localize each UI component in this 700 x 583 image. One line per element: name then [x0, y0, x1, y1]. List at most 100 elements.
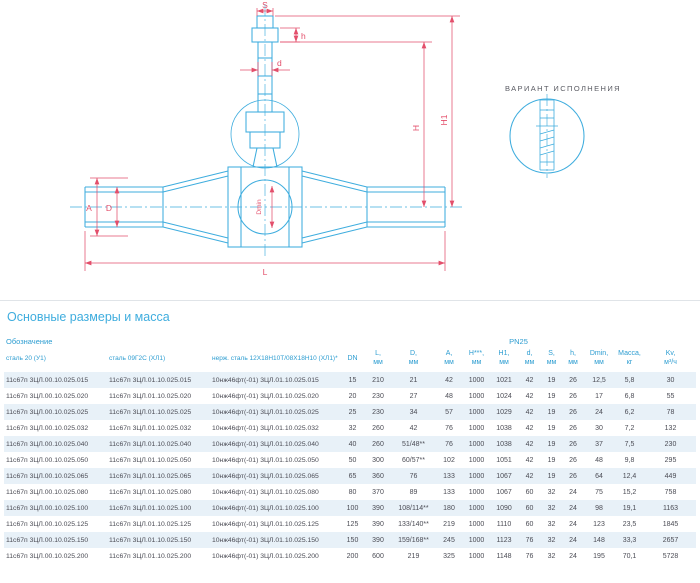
dimensions-table: Обозначение PN25 сталь 20 (У1)сталь 09Г2…	[4, 333, 697, 564]
value-cell: 19	[547, 456, 556, 464]
column-header-l: L,мм	[373, 350, 383, 367]
value-cell: 42	[525, 424, 534, 432]
value-cell: 15	[348, 376, 357, 384]
designation-cell: 11с67п 3ЦЛ.00.10.025.032	[6, 424, 89, 432]
value-cell: 32	[547, 552, 556, 560]
designation-cell: 11с67п 3ЦЛ.00.10.025.150	[6, 536, 89, 544]
value-cell: 37	[595, 440, 603, 448]
value-cell: 133	[443, 488, 455, 496]
value-cell: 1000	[468, 424, 485, 432]
value-cell: 42	[525, 408, 534, 416]
value-cell: 42	[525, 376, 534, 384]
value-cell: 1123	[496, 536, 512, 544]
value-cell: 6,2	[624, 408, 635, 416]
value-cell: 102	[443, 456, 455, 464]
value-cell: 24	[569, 552, 577, 560]
value-cell: 1000	[468, 536, 485, 544]
value-cell: 21	[409, 376, 418, 384]
designation-cell: 11с67п 3ЦЛ.01.10.025.015	[109, 376, 192, 384]
table-header: Обозначение PN25 сталь 20 (У1)сталь 09Г2…	[4, 333, 696, 372]
designation-cell: 11с67п 3ЦЛ.00.10.025.025	[6, 408, 89, 416]
value-cell: 1038	[496, 440, 512, 448]
dim-label-h: h	[301, 31, 306, 41]
designation-cell: 10нж46фт(-01) 3ЦЛ.01.10.025.050	[212, 456, 319, 464]
designation-cell: 11с67п 3ЦЛ.01.10.025.125	[109, 520, 192, 528]
designation-cell: 11с67п 3ЦЛ.00.10.025.100	[6, 504, 89, 512]
designation-cell: 11с67п 3ЦЛ.00.10.025.200	[6, 552, 89, 560]
value-cell: 26	[569, 456, 577, 464]
dim-label-H1: H1	[439, 114, 449, 125]
designation-cell: 11с67п 3ЦЛ.00.10.025.080	[6, 488, 89, 496]
column-header-row: сталь 20 (У1)сталь 09Г2С (ХЛ1)нерж. стал…	[4, 347, 696, 372]
value-cell: 30	[595, 424, 603, 432]
value-cell: 1029	[496, 408, 512, 416]
designation-cell: 10нж46фт(-01) 3ЦЛ.01.10.025.032	[212, 424, 319, 432]
value-cell: 26	[569, 440, 577, 448]
value-cell: 15,2	[622, 488, 637, 496]
value-cell: 30	[666, 376, 675, 384]
value-cell: 390	[372, 504, 384, 512]
value-cell: 48	[595, 456, 603, 464]
value-cell: 65	[348, 472, 357, 480]
value-cell: 1000	[468, 376, 485, 384]
column-header-d-outer: D,мм	[408, 350, 419, 367]
designation-cell: 10нж46фт(-01) 3ЦЛ.01.10.025.015	[212, 376, 319, 384]
variant-stem	[536, 99, 558, 171]
value-cell: 5728	[662, 552, 679, 560]
column-header-dn: DN	[347, 354, 358, 362]
value-cell: 1000	[468, 520, 485, 528]
table-row: 11с67п 3ЦЛ.00.10.025.032 11с67п 3ЦЛ.01.10…	[4, 420, 696, 436]
pn-group-header: PN25	[509, 337, 528, 346]
value-cell: 295	[664, 456, 677, 464]
value-cell: 76	[525, 536, 534, 544]
group-header-row: Обозначение PN25	[4, 333, 696, 347]
column-header-dmin: Dmin,мм	[589, 350, 609, 367]
dim-label-A: A	[86, 203, 92, 213]
value-cell: 1000	[468, 488, 485, 496]
value-cell: 230	[372, 392, 384, 400]
value-cell: 133	[443, 472, 455, 480]
designation-cell: 11с67п 3ЦЛ.00.10.025.065	[6, 472, 89, 480]
column-header-mass: Масса,кг	[618, 350, 641, 367]
value-cell: 19	[547, 424, 556, 432]
value-cell: 40	[348, 440, 357, 448]
value-cell: 100	[346, 504, 359, 512]
dim-label-S: S	[262, 0, 268, 10]
value-cell: 219	[407, 552, 420, 560]
column-header-h-nut: h,мм	[568, 350, 578, 367]
value-cell: 449	[664, 472, 677, 480]
value-cell: 78	[666, 408, 675, 416]
dim-label-D: D	[106, 203, 112, 213]
designation-cell: 10нж46фт(-01) 3ЦЛ.01.10.025.100	[212, 504, 319, 512]
value-cell: 360	[372, 472, 384, 480]
variant-detail: ВАРИАНТ ИСПОЛНЕНИЯ	[505, 84, 620, 178]
designation-group-header: Обозначение	[6, 337, 53, 346]
value-cell: 133/140**	[398, 520, 429, 528]
value-cell: 26	[569, 424, 577, 432]
dimension-lines	[84, 8, 460, 271]
value-cell: 1051	[496, 456, 512, 464]
designation-cell: 11с67п 3ЦЛ.01.10.025.032	[109, 424, 192, 432]
value-cell: 32	[547, 536, 556, 544]
value-cell: 19	[547, 472, 556, 480]
designation-cell: 11с67п 3ЦЛ.01.10.025.020	[109, 392, 192, 400]
valve-drawing-area: S h d A D Dmin H H1 L ВАРИАНТ ИСПОЛНЕНИЯ	[70, 0, 620, 277]
value-cell: 17	[595, 392, 603, 400]
value-cell: 32	[547, 520, 556, 528]
dim-label-L: L	[263, 267, 268, 277]
value-cell: 195	[593, 552, 605, 560]
value-cell: 1845	[662, 520, 679, 528]
value-cell: 180	[443, 504, 455, 512]
value-cell: 1067	[496, 472, 512, 480]
value-cell: 390	[372, 536, 384, 544]
designation-cell: 10нж46фт(-01) 3ЦЛ.01.10.025.020	[212, 392, 319, 400]
value-cell: 42	[445, 376, 453, 384]
value-cell: 20	[348, 392, 357, 400]
